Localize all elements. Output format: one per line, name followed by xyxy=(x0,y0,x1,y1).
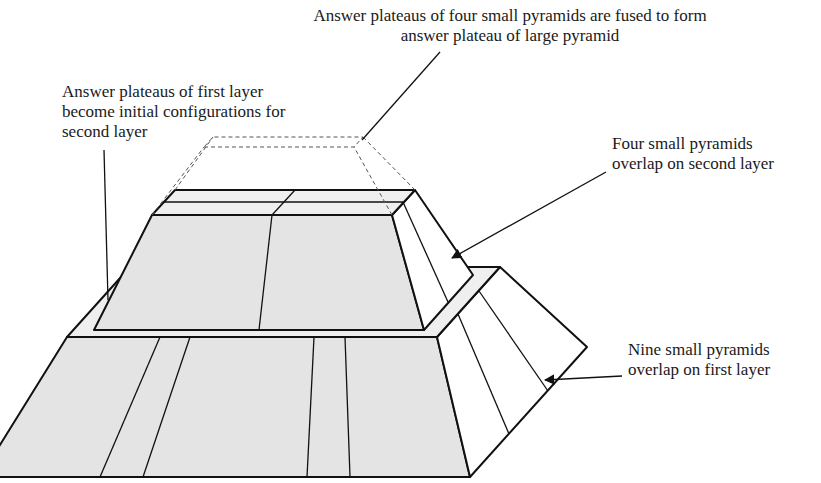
large-pyramid-ghost xyxy=(354,147,392,215)
pyramid-edge xyxy=(100,337,160,477)
pyramid-seam xyxy=(458,314,509,434)
leader-line xyxy=(362,52,440,140)
pyramid-seam xyxy=(143,337,190,477)
large-pyramid-ghost xyxy=(363,137,415,190)
callout-label: Nine small pyramids overlap on first lay… xyxy=(628,340,813,380)
layer-one-front-face xyxy=(0,337,470,477)
leader-line xyxy=(104,150,108,300)
pyramid-seam xyxy=(307,337,314,477)
leader-arrow xyxy=(545,376,622,380)
pyramid-seam xyxy=(259,215,272,330)
pyramid-edge xyxy=(345,337,350,477)
large-pyramid-ghost xyxy=(175,137,213,190)
callout-label: Answer plateaus of first layer become in… xyxy=(62,82,307,142)
large-pyramid-ghost-plateau xyxy=(204,137,363,147)
plateau-seam xyxy=(164,201,403,202)
callout-label: Four small pyramids overlap on second la… xyxy=(612,134,804,174)
leader-arrow xyxy=(452,172,606,258)
pyramid-seam xyxy=(403,202,448,302)
layer-two-front-face xyxy=(94,215,424,330)
callout-label: Answer plateaus of four small pyramids a… xyxy=(300,6,720,46)
layer-two-side-face xyxy=(392,190,473,330)
large-pyramid-ghost xyxy=(152,147,204,215)
layer-two-plateau xyxy=(152,190,415,215)
pyramid-seam xyxy=(479,291,548,391)
